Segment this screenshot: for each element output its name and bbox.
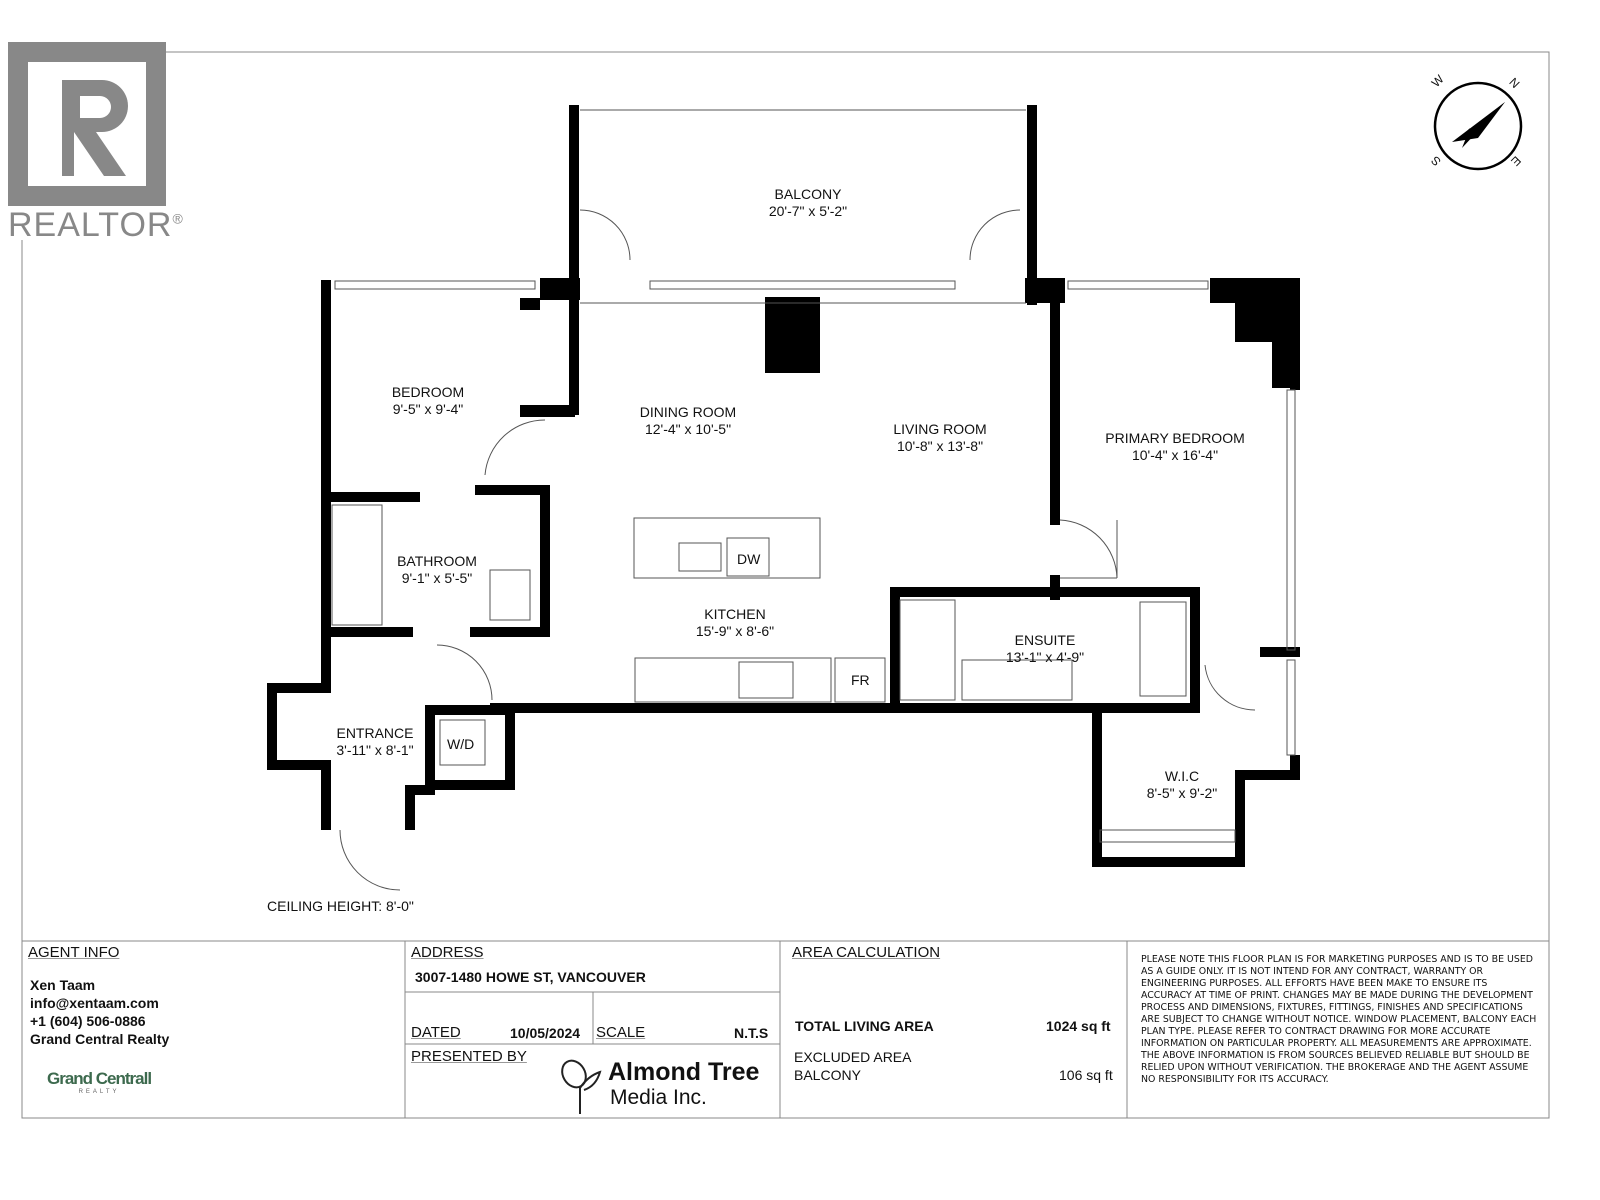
dated-label: DATED bbox=[411, 1024, 461, 1041]
address-header: ADDRESS bbox=[411, 944, 484, 961]
almond-leaf-icon bbox=[561, 1059, 602, 1114]
address-value: 3007-1480 HOWE ST, VANCOUVER bbox=[415, 969, 646, 985]
washer-dryer-label: W/D bbox=[447, 736, 475, 752]
total-living-label: TOTAL LIVING AREA bbox=[795, 1018, 934, 1034]
fridge-label: FR bbox=[851, 672, 870, 688]
excluded-area-label: EXCLUDED AREA bbox=[794, 1049, 912, 1065]
realtor-logo bbox=[8, 42, 166, 206]
disclaimer: PLEASE NOTE THIS FLOOR PLAN IS FOR MARKE… bbox=[1141, 954, 1537, 1085]
balcony-label: BALCONY bbox=[794, 1067, 861, 1083]
agent-name: Xen Taam bbox=[30, 977, 96, 993]
agent-phone: +1 (604) 506-0886 bbox=[30, 1013, 146, 1029]
dated-value: 10/05/2024 bbox=[510, 1025, 581, 1041]
scale-label: SCALE bbox=[596, 1024, 646, 1041]
ceiling-height: CEILING HEIGHT: 8'-0" bbox=[267, 898, 414, 914]
total-living-value: 1024 sq ft bbox=[1046, 1018, 1111, 1034]
agent-company: Grand Central Realty bbox=[30, 1031, 170, 1047]
agent-info-header: AGENT INFO bbox=[28, 944, 120, 961]
scale-value: N.T.S bbox=[734, 1025, 769, 1041]
area-header: AREA CALCULATION bbox=[792, 944, 941, 961]
presented-by-label: PRESENTED BY bbox=[411, 1048, 527, 1065]
agent-info: Xen Taam info@xentaam.com +1 (604) 506-0… bbox=[30, 976, 169, 1048]
grand-central-logo: Grand Centrall REALTY bbox=[47, 1069, 152, 1095]
realtor-wordmark: REALTOR® bbox=[8, 206, 184, 244]
balcony-value: 106 sq ft bbox=[1059, 1067, 1113, 1083]
compass-icon bbox=[1433, 81, 1523, 171]
dishwasher-label: DW bbox=[737, 551, 761, 567]
agent-email[interactable]: info@xentaam.com bbox=[30, 995, 159, 1011]
almond-tree-logo: Almond Tree Media Inc. bbox=[558, 1058, 778, 1116]
